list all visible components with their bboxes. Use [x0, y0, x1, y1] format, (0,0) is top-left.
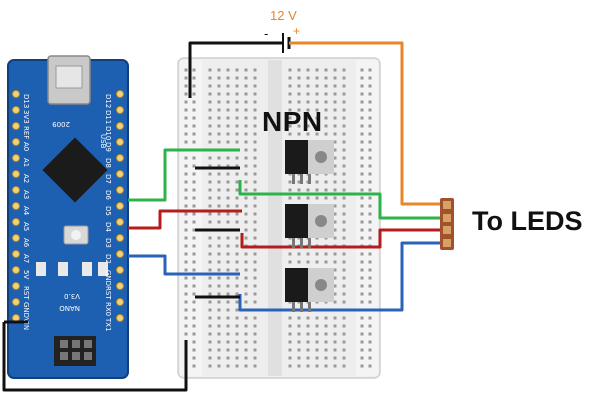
left-pin-label: A7: [22, 254, 30, 263]
npn-transistor-icon: [285, 140, 334, 184]
led-connector-icon: [440, 198, 454, 250]
supply-minus-label: -: [264, 26, 269, 41]
left-pin-label: GND: [22, 302, 30, 318]
left-pin-label: A2: [22, 174, 30, 183]
npn-transistor-icon: [285, 268, 334, 312]
battery-icon: [282, 33, 299, 53]
right-pin-label: TX1: [104, 317, 112, 332]
usb-label: USB: [99, 134, 107, 149]
right-pin-label: D8: [104, 158, 112, 168]
npn-transistor-icon: [285, 204, 334, 248]
green-signal-wire: [128, 148, 240, 202]
left-pin-label: REF: [22, 126, 30, 139]
right-pin-label: D3: [104, 238, 112, 248]
right-pin-label: RST: [104, 286, 112, 300]
right-pin-label: D2: [104, 254, 112, 264]
left-pin-label: VIN: [22, 318, 30, 330]
right-pin-label: D9: [104, 142, 112, 152]
left-pin-label: D13: [22, 94, 30, 108]
led-l-icon: [36, 262, 46, 276]
ground-wire: [2, 322, 188, 392]
battery-ground-wire: [188, 41, 283, 98]
right-pin-label: RX0: [104, 302, 112, 316]
left-pin-label: A4: [22, 206, 30, 216]
right-pin-label: D12: [104, 94, 112, 108]
supply-voltage-label: 12 V: [270, 8, 297, 23]
led-rx-icon: [82, 262, 92, 276]
right-pin-label: GND: [104, 270, 112, 286]
wires: [2, 41, 444, 392]
left-pin-label: A1: [22, 158, 30, 167]
red-output-wire: [240, 228, 444, 249]
left-pin-label: A6: [22, 238, 30, 248]
left-pin-label: A0: [22, 142, 30, 151]
right-pin-label: D4: [104, 222, 112, 232]
microcontroller-chip-icon: [42, 137, 108, 203]
left-pin-label: 5V: [22, 270, 30, 279]
led-pwr-icon: [58, 262, 68, 276]
transistor-group: [285, 140, 334, 312]
green-output-wire: [238, 180, 444, 220]
led-tx-icon: [98, 262, 108, 276]
output-label: To LEDS: [472, 206, 583, 236]
board-year: 2009: [52, 120, 70, 128]
right-pin-label: D10: [104, 126, 112, 140]
transistor-type-label: NPN: [262, 106, 323, 137]
supply-plus-label: +: [293, 24, 301, 38]
left-pin-label: RST: [22, 286, 30, 300]
right-pin-label: D6: [104, 190, 112, 200]
blue-signal-wire: [128, 254, 240, 276]
left-pin-label: 3V3: [22, 110, 30, 124]
supply-wire: [299, 41, 444, 206]
board-version: V3.0: [64, 292, 80, 300]
left-pin-label: A3: [22, 190, 30, 199]
blue-output-wire: [238, 241, 444, 312]
red-signal-wire: [128, 209, 242, 230]
board-name: NANO: [59, 304, 80, 312]
left-pin-label: A5: [22, 222, 30, 231]
right-pin-label: D5: [104, 206, 112, 216]
right-pin-label: D7: [104, 174, 112, 184]
right-pin-label: D11: [104, 110, 112, 124]
